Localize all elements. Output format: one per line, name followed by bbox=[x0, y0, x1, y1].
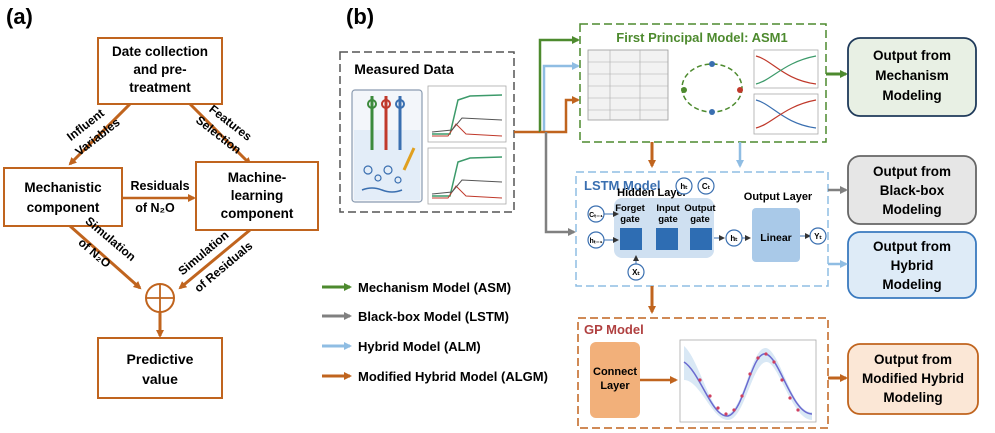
ml-line-2: learning bbox=[231, 188, 284, 203]
panel-b-label: (b) bbox=[346, 4, 374, 29]
arrow-to-ml bbox=[188, 102, 252, 166]
legend-label-alm: Hybrid Model (ALM) bbox=[358, 339, 481, 354]
input-gate-1: Input bbox=[656, 203, 680, 214]
connect-layer-block bbox=[590, 342, 640, 418]
legend-label-algm: Modified Hybrid Model (ALGM) bbox=[358, 369, 548, 384]
arrow-to-asm-blue bbox=[542, 62, 580, 132]
svg-text:hₜ: hₜ bbox=[730, 234, 738, 243]
h-prev-node: hₜ₋₁ bbox=[587, 231, 605, 249]
y-t-node: Yₜ bbox=[809, 227, 827, 245]
hidden-layer-label: Hidden Layer bbox=[617, 187, 687, 199]
out-hybrid-line-1: Output from bbox=[873, 239, 951, 254]
gp-regression-plot bbox=[679, 339, 817, 423]
out-black-line-1: Output from bbox=[873, 164, 951, 179]
legend-label-lstm: Black-box Model (LSTM) bbox=[358, 309, 509, 324]
asm1-title: First Principal Model: ASM1 bbox=[616, 30, 787, 45]
out-black-line-3: Modeling bbox=[882, 202, 941, 217]
c-t-node: Cₜ bbox=[697, 177, 715, 195]
legend-item-alm: Hybrid Model (ALM) bbox=[322, 339, 481, 354]
output-blackbox-box: Output from Black-box Modeling bbox=[847, 155, 977, 225]
box-data-collection: Date collection and pre- treatment bbox=[97, 37, 223, 105]
output-gate-2: gate bbox=[690, 214, 710, 225]
forget-gate-2: gate bbox=[620, 214, 640, 225]
arrow-sim-n2o bbox=[69, 224, 142, 290]
asm1-plots-illustration bbox=[753, 49, 819, 135]
forget-gate-block bbox=[620, 228, 642, 250]
measured-plot-bottom bbox=[427, 147, 507, 205]
mechanistic-line-2: component bbox=[27, 200, 100, 215]
box-ml-component: Machine- learning component bbox=[195, 161, 319, 231]
measured-data-box: Measured Data bbox=[339, 51, 515, 213]
out-mech-line-2: Mechanism bbox=[875, 68, 949, 83]
svg-text:Cₜ: Cₜ bbox=[702, 182, 711, 191]
svg-text:hₜ: hₜ bbox=[680, 182, 688, 191]
nitrogen-cycle-illustration bbox=[681, 61, 743, 115]
measured-data-title: Measured Data bbox=[354, 61, 454, 77]
svg-text:Xₜ: Xₜ bbox=[632, 268, 640, 277]
predictive-line-1: Predictive bbox=[127, 351, 194, 367]
residuals-label-2: of N₂O bbox=[135, 201, 175, 215]
arrow-to-asm-green bbox=[538, 36, 580, 132]
data-collection-line-3: treatment bbox=[129, 80, 191, 95]
connect-layer-2: Layer bbox=[600, 380, 630, 392]
cell-prev-node: Cₜ₋₁ bbox=[587, 205, 605, 223]
gp-model-box: GP Model Connect Layer bbox=[577, 317, 829, 429]
svg-text:Cₜ₋₁: Cₜ₋₁ bbox=[589, 212, 603, 219]
svg-text:hₜ₋₁: hₜ₋₁ bbox=[590, 238, 603, 245]
out-black-line-2: Black-box bbox=[880, 183, 945, 198]
h-t-node: hₜ bbox=[725, 229, 743, 247]
connect-layer-1: Connect bbox=[593, 366, 637, 378]
out-mech-line-1: Output from bbox=[873, 48, 951, 63]
x-t-node: Xₜ bbox=[627, 263, 645, 281]
out-mod-line-1: Output from bbox=[874, 352, 952, 367]
output-gate-block bbox=[690, 228, 712, 250]
lstm-title: LSTM Model bbox=[584, 178, 661, 193]
out-mod-line-3: Modeling bbox=[883, 390, 942, 405]
asm1-model-box: First Principal Model: ASM1 bbox=[579, 23, 827, 143]
data-collection-line-1: Date collection bbox=[112, 44, 208, 59]
predictive-line-2: value bbox=[142, 371, 178, 387]
out-mod-line-2: Modified Hybrid bbox=[862, 371, 964, 386]
output-layer-label: Output Layer bbox=[744, 191, 813, 203]
input-gate-block bbox=[656, 228, 678, 250]
arrow-to-mechanistic bbox=[68, 102, 132, 166]
box-mechanistic: Mechanistic component bbox=[3, 167, 123, 227]
arrow-to-asm-orange bbox=[540, 96, 580, 134]
data-collection-line-2: and pre- bbox=[133, 62, 186, 77]
legend: Mechanism Model (ASM) Black-box Model (L… bbox=[322, 280, 548, 384]
reactor-illustration bbox=[351, 89, 423, 203]
legend-item-asm: Mechanism Model (ASM) bbox=[322, 280, 511, 295]
linear-label: Linear bbox=[760, 232, 792, 244]
output-modified-box: Output from Modified Hybrid Modeling bbox=[847, 343, 979, 415]
output-hybrid-box: Output from Hybrid Modeling bbox=[847, 231, 977, 299]
ml-line-3: component bbox=[221, 206, 294, 221]
output-gate-1: Output bbox=[684, 203, 716, 214]
legend-item-algm: Modified Hybrid Model (ALGM) bbox=[322, 369, 548, 384]
arrow-to-lstm-gray bbox=[544, 132, 576, 236]
gp-title: GP Model bbox=[584, 322, 644, 337]
arrow-sim-residuals bbox=[178, 228, 251, 290]
ml-line-1: Machine- bbox=[228, 170, 287, 185]
box-predictive: Predictive value bbox=[97, 337, 223, 399]
forget-gate-1: Forget bbox=[615, 203, 645, 214]
output-mechanism-box: Output from Mechanism Modeling bbox=[847, 37, 977, 117]
asm1-table-illustration bbox=[587, 49, 669, 121]
sum-junction-icon bbox=[145, 283, 175, 313]
svg-text:Yₜ: Yₜ bbox=[814, 232, 822, 241]
out-hybrid-line-2: Hybrid bbox=[891, 258, 934, 273]
h-t-top-node: hₜ bbox=[675, 177, 693, 195]
panel-a-label: (a) bbox=[6, 4, 33, 29]
out-mech-line-3: Modeling bbox=[882, 88, 941, 103]
measured-plot-top bbox=[427, 85, 507, 143]
mechanistic-line-1: Mechanistic bbox=[24, 180, 102, 195]
lstm-model-box: LSTM Model Hidden Layer Forget gate Inpu… bbox=[575, 171, 829, 287]
input-gate-2: gate bbox=[658, 214, 678, 225]
legend-item-lstm: Black-box Model (LSTM) bbox=[322, 309, 509, 324]
residuals-label-1: Residuals bbox=[130, 179, 189, 193]
legend-label-asm: Mechanism Model (ASM) bbox=[358, 280, 511, 295]
linear-block bbox=[752, 208, 800, 262]
out-hybrid-line-3: Modeling bbox=[882, 277, 941, 292]
